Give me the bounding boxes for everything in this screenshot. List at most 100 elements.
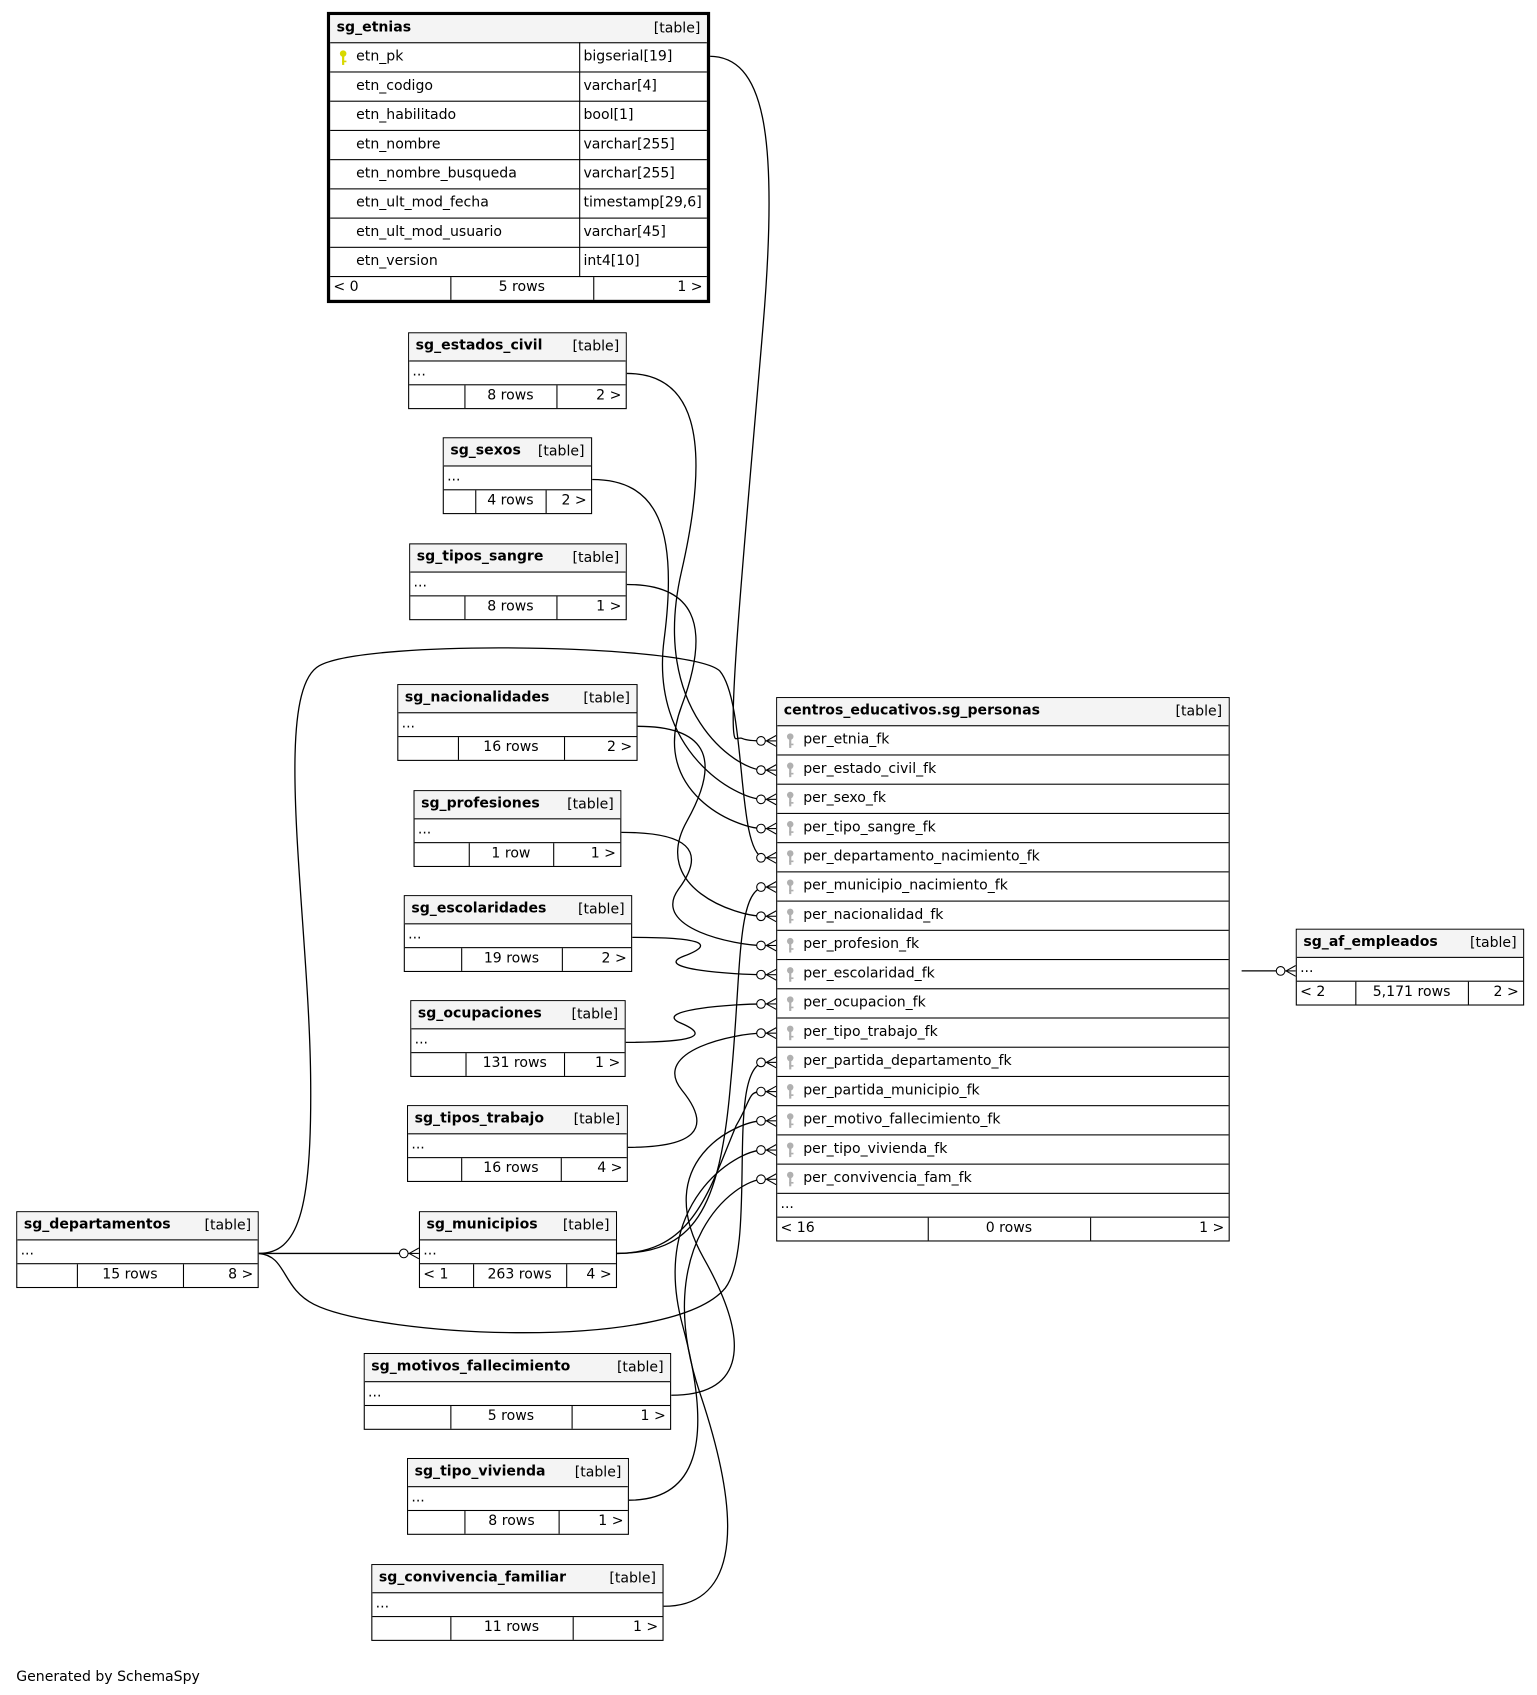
column-row[interactable]: per_tipo_vivienda_fk [777, 1135, 1229, 1165]
children-count[interactable]: 2 > [601, 950, 627, 967]
children-count[interactable]: 8 > [228, 1266, 254, 1283]
more-columns-row[interactable]: ... [364, 1382, 671, 1407]
children-count[interactable]: 2 > [1493, 983, 1519, 1001]
children-count[interactable]: 2 > [596, 387, 622, 404]
table-name[interactable]: sg_tipos_trabajo [414, 1110, 545, 1127]
more-columns-row[interactable]: ... [398, 713, 637, 738]
parents-count[interactable]: < 2 [1300, 983, 1326, 1001]
more-columns-row[interactable]: ... [420, 1240, 616, 1265]
table-header[interactable]: sg_profesiones[table] [414, 791, 621, 820]
column-row[interactable]: per_partida_departamento_fk [777, 1048, 1229, 1077]
more-columns-row[interactable]: ... [777, 1194, 1229, 1218]
more-columns-row[interactable]: ... [414, 819, 621, 844]
table-name[interactable]: sg_estados_civil [415, 337, 543, 354]
table-name[interactable]: sg_sexos [450, 442, 521, 459]
table-name[interactable]: sg_nacionalidades [404, 689, 550, 706]
children-count[interactable]: 1 > [677, 279, 703, 296]
table-header[interactable]: sg_departamentos[table] [17, 1212, 258, 1241]
table-header[interactable]: sg_nacionalidades[table] [398, 685, 637, 714]
more-columns-row[interactable]: ... [443, 467, 592, 491]
children-count[interactable]: 1 > [1199, 1219, 1225, 1237]
column-row[interactable]: per_etnia_fk [777, 726, 1229, 756]
table-name[interactable]: sg_escolaridades [411, 900, 547, 917]
table-header[interactable]: sg_municipios[table] [420, 1212, 616, 1241]
more-columns-row[interactable]: ... [408, 1134, 627, 1159]
table-name[interactable]: sg_departamentos [23, 1216, 171, 1233]
table-name[interactable]: centros_educativos.sg_personas [783, 702, 1040, 719]
column-row[interactable]: per_profesion_fk [777, 931, 1229, 961]
column-row[interactable]: per_municipio_nacimiento_fk [777, 872, 1229, 902]
table-name[interactable]: sg_af_empleados [1303, 934, 1438, 951]
parents-count[interactable]: < 1 [423, 1266, 449, 1283]
children-count[interactable]: 2 > [561, 492, 587, 509]
column-row[interactable]: per_tipo_sangre_fk [777, 814, 1229, 844]
more-columns-row[interactable]: ... [17, 1240, 258, 1265]
column-row[interactable]: per_convivencia_fam_fk [777, 1165, 1229, 1194]
table-header[interactable]: sg_motivos_fallecimiento[table] [364, 1354, 671, 1383]
column-row[interactable]: per_motivo_fallecimiento_fk [777, 1106, 1229, 1136]
children-count[interactable]: 2 > [606, 739, 633, 756]
more-columns-row[interactable]: ... [372, 1593, 663, 1618]
table-name[interactable]: sg_etnias [336, 19, 412, 36]
table-sg-convivencia-familiar[interactable]: sg_convivencia_familiar[table]...11 rows… [371, 1564, 664, 1641]
table-header[interactable]: sg_ocupaciones[table] [411, 1001, 625, 1030]
table-header[interactable]: sg_af_empleados[table] [1296, 929, 1524, 958]
more-columns-row[interactable]: ... [1296, 958, 1524, 982]
more-columns-row[interactable]: ... [404, 924, 632, 949]
table-name[interactable]: sg_tipo_vivienda [414, 1463, 546, 1480]
table-sg-motivos-fallecimiento[interactable]: sg_motivos_fallecimiento[table]...5 rows… [363, 1353, 672, 1430]
table-name[interactable]: sg_convivencia_familiar [378, 1569, 567, 1586]
column-row[interactable]: per_ocupacion_fk [777, 989, 1229, 1019]
table-name[interactable]: sg_motivos_fallecimiento [371, 1358, 571, 1375]
table-header[interactable]: sg_estados_civil[table] [409, 333, 626, 362]
column-row[interactable]: per_nacionalidad_fk [777, 902, 1229, 931]
table-name[interactable]: sg_tipos_sangre [416, 548, 544, 566]
children-count[interactable]: 1 > [595, 1055, 621, 1072]
column-row[interactable]: per_estado_civil_fk [777, 756, 1229, 785]
children-count[interactable]: 4 > [586, 1266, 612, 1283]
children-count[interactable]: 1 > [596, 598, 622, 615]
table-name[interactable]: sg_ocupaciones [417, 1005, 542, 1022]
children-count[interactable]: 1 > [598, 1513, 624, 1530]
table-header[interactable]: sg_tipo_vivienda[table] [408, 1459, 628, 1488]
table-name[interactable]: sg_profesiones [421, 795, 540, 812]
table-header[interactable]: centros_educativos.sg_personas[table] [777, 698, 1229, 727]
table-header[interactable]: sg_etnias[table] [330, 15, 707, 44]
children-count[interactable]: 1 > [590, 845, 616, 862]
more-columns-row[interactable]: ... [411, 1029, 625, 1054]
more-columns-row[interactable]: ... [409, 362, 626, 386]
parents-count[interactable]: < 0 [333, 279, 359, 296]
column-row[interactable]: per_partida_municipio_fk [777, 1077, 1229, 1107]
table-name[interactable]: sg_municipios [426, 1216, 538, 1233]
column-row[interactable]: per_departamento_nacimiento_fk [777, 843, 1229, 873]
column-row[interactable]: per_sexo_fk [777, 785, 1229, 814]
table-header[interactable]: sg_tipos_trabajo[table] [408, 1106, 627, 1135]
parents-count[interactable]: < 16 [780, 1219, 815, 1237]
table-header[interactable]: sg_tipos_sangre[table] [410, 544, 626, 573]
more-columns-row[interactable]: ... [408, 1487, 628, 1512]
children-count[interactable]: 1 > [632, 1619, 659, 1636]
table-header[interactable]: sg_convivencia_familiar[table] [372, 1565, 663, 1594]
table-header[interactable]: sg_sexos[table] [443, 438, 592, 467]
table-header[interactable]: sg_escolaridades[table] [404, 896, 632, 925]
